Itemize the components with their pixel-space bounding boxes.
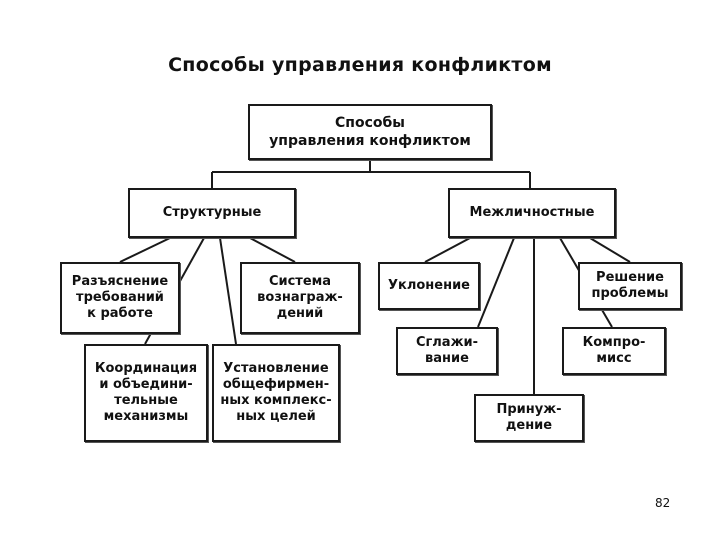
structural-node: Структурные xyxy=(128,188,296,238)
interpersonal-node: Межличностные xyxy=(448,188,616,238)
avoidance-node: Уклонение xyxy=(378,262,480,310)
coercion-node: Принуж- дение xyxy=(474,394,584,442)
compromise-node: Компро- мисс xyxy=(562,327,666,375)
clarify-requirements-node: Разъяснение требований к работе xyxy=(60,262,180,334)
page-title: Способы управления конфликтом xyxy=(168,54,552,76)
page-number: 82 xyxy=(655,496,671,510)
company-goals-node: Установление общефирмен- ных комплекс- н… xyxy=(212,344,340,442)
problem-solving-node: Решение проблемы xyxy=(578,262,682,310)
coordination-node: Координация и объедини- тельные механизм… xyxy=(84,344,208,442)
smoothing-node: Сглажи- вание xyxy=(396,327,498,375)
reward-system-node: Система вознаграж- дений xyxy=(240,262,360,334)
root-node: Способы управления конфликтом xyxy=(248,104,492,160)
